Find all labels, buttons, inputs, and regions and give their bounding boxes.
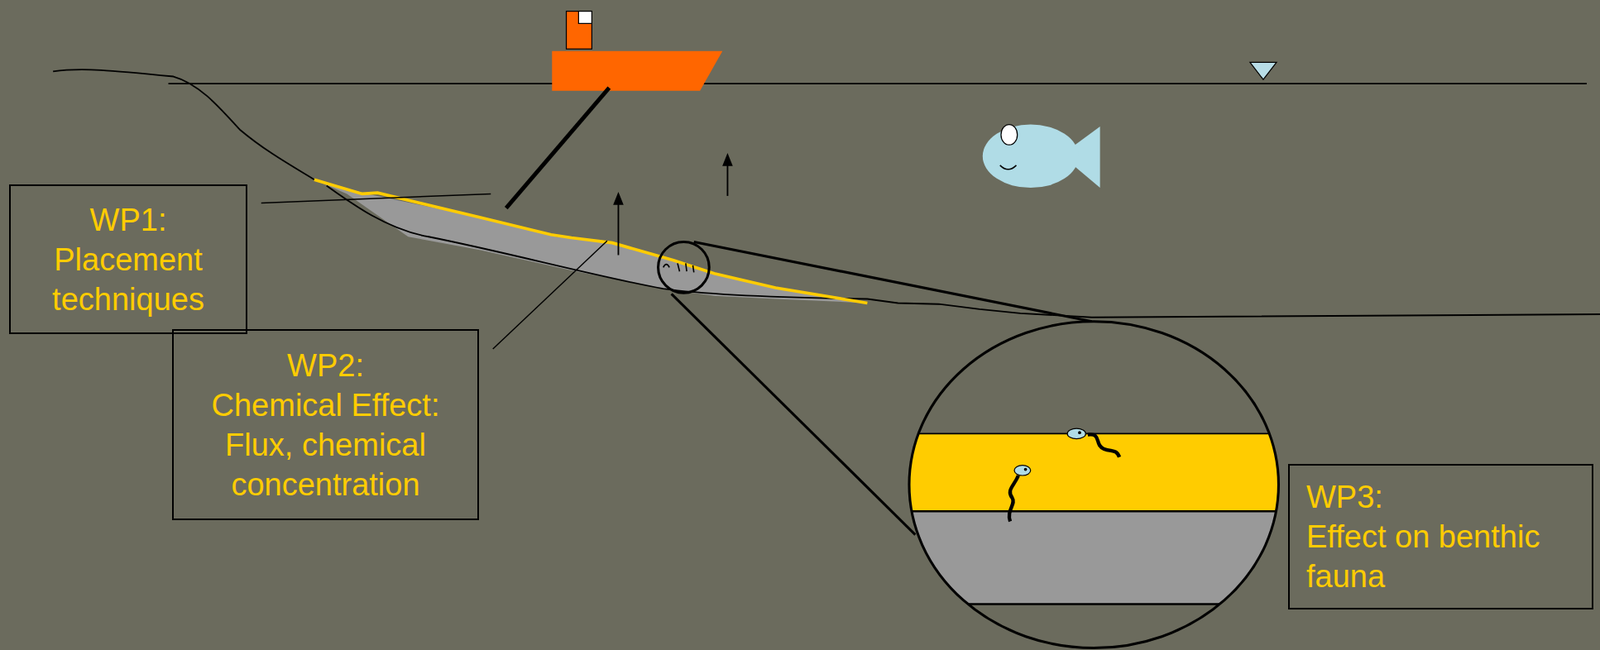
box-text: Effect on benthic fauna [1306,517,1592,597]
water-level-symbol [1250,62,1277,80]
water-line [168,82,1587,85]
cabin-window [578,11,592,24]
placement-pipe [506,87,610,209]
zoom-circle [658,241,710,293]
boat-hull [551,51,723,92]
box-heading: WP2: [287,345,365,386]
fish [982,124,1101,189]
box-heading: WP3: [1306,477,1384,518]
work-package-box: WP1:Placement techniques [9,184,248,335]
work-package-box: WP3:Effect on benthic fauna [1288,464,1594,610]
boat-cabin [566,11,593,50]
zoom-detail [897,321,1296,649]
box-text: Chemical Effect: Flux, chemical concentr… [173,385,478,505]
small-worms [663,263,695,273]
worm [1067,428,1120,458]
leader-line [493,240,608,350]
zoom-line [671,293,916,535]
box-text: Placement techniques [10,239,246,320]
flux-arrows [614,155,733,256]
worm [1009,465,1031,523]
box-heading: WP1: [90,200,168,240]
work-package-box: WP2:Chemical Effect: Flux, chemical conc… [172,329,480,521]
seabed-line [326,186,1600,318]
zoom-line [694,241,1093,321]
leader-line [261,193,492,203]
zoom-circle-large [909,321,1279,649]
shoreline [52,69,315,180]
